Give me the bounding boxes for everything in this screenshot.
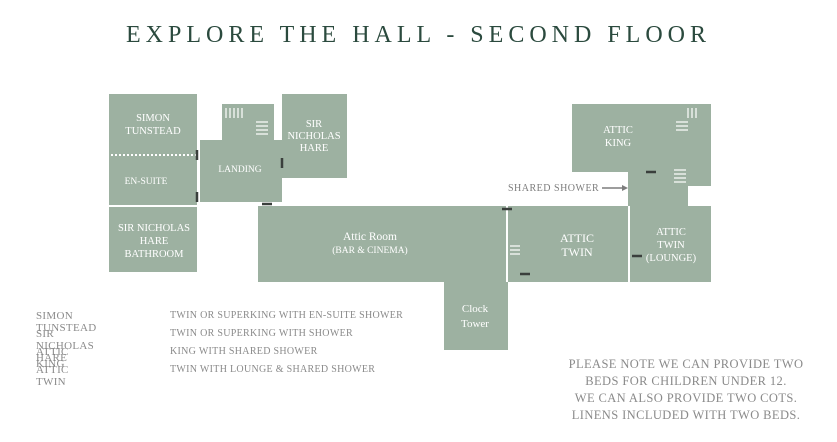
booking-notes: PLEASE NOTE WE CAN PROVIDE TWO BEDS FOR …: [540, 356, 832, 424]
stairs-landing-icon: [225, 108, 268, 135]
svg-text:(BAR & CINEMA): (BAR & CINEMA): [332, 245, 407, 256]
arrowhead-icon: [622, 185, 628, 191]
note-line: LINENS INCLUDED WITH TWO BEDS.: [571, 408, 801, 422]
attic-king-label-2: KING: [605, 138, 632, 149]
svg-text:KING: KING: [605, 138, 632, 149]
note-line: PLEASE NOTE WE CAN PROVIDE TWO: [568, 357, 804, 371]
room-landing[interactable]: [200, 140, 282, 202]
stairs-attic-twin-icon: [510, 245, 520, 255]
svg-text:TWIN: TWIN: [657, 240, 685, 251]
bathroom-label-3: BATHROOM: [125, 249, 185, 260]
attic-twin-lounge-label-2: TWIN: [657, 240, 685, 251]
room-sir-nicholas-hare[interactable]: [282, 94, 347, 178]
svg-text:TWIN: TWIN: [561, 245, 593, 259]
room-simon-tunstead[interactable]: [109, 94, 197, 154]
page-title: EXPLORE THE HALL - SECOND FLOOR: [126, 22, 711, 48]
legend-room: SIR NICHOLAS HARE: [36, 328, 95, 364]
svg-text:Attic Room: Attic Room: [343, 231, 397, 243]
simon-tunstead-label-1: SIMON: [136, 113, 170, 124]
bathroom-label-2: HARE: [140, 236, 169, 247]
svg-text:LANDING: LANDING: [218, 165, 261, 175]
shared-shower-label: SHARED SHOWER: [508, 183, 600, 194]
stairwell-landing: [222, 104, 274, 142]
svg-text:NICHOLAS: NICHOLAS: [287, 131, 340, 142]
svg-text:EN-SUITE: EN-SUITE: [125, 177, 168, 187]
svg-text:TUNSTEAD: TUNSTEAD: [125, 126, 181, 137]
en-suite-label: EN-SUITE: [125, 177, 168, 187]
note-line: WE CAN ALSO PROVIDE TWO COTS.: [574, 391, 798, 405]
attic-twin-label-1: ATTIC: [560, 231, 594, 245]
svg-text:ATTIC: ATTIC: [656, 227, 686, 238]
svg-text:HARE: HARE: [140, 236, 169, 247]
note-line: BEDS FOR CHILDREN UNDER 12.: [585, 374, 787, 388]
attic-twin-lounge-label-3: (LOUNGE): [646, 253, 697, 264]
legend-desc: TWIN WITH LOUNGE & SHARED SHOWER: [170, 364, 376, 375]
bathroom-label-1: SIR NICHOLAS: [118, 223, 190, 234]
svg-text:BATHROOM: BATHROOM: [125, 249, 185, 260]
room-en-suite[interactable]: [109, 154, 197, 206]
legend-room: SIMON TUNSTEAD: [36, 310, 97, 334]
attic-twin-lounge-label-1: ATTIC: [656, 227, 686, 238]
attic-room-label-2: (BAR & CINEMA): [332, 245, 407, 256]
room-attic[interactable]: [258, 206, 508, 282]
attic-room-label-1: Attic Room: [343, 231, 397, 243]
svg-text:SIR: SIR: [306, 119, 322, 130]
svg-text:SIR NICHOLAS: SIR NICHOLAS: [118, 223, 190, 234]
sir-nicholas-hare-label-2: NICHOLAS: [287, 131, 340, 142]
attic-king-label-1: ATTIC: [603, 125, 633, 136]
legend-desc: TWIN OR SUPERKING WITH SHOWER: [170, 328, 353, 339]
svg-text:SIMON: SIMON: [136, 113, 170, 124]
legend-room: ATTIC TWIN: [36, 364, 69, 388]
svg-text:(LOUNGE): (LOUNGE): [646, 253, 697, 264]
attic-twin-label-2: TWIN: [561, 245, 593, 259]
svg-text:HARE: HARE: [300, 143, 329, 154]
svg-text:ATTIC: ATTIC: [603, 125, 633, 136]
clock-tower-label-1: Clock: [462, 303, 489, 315]
clock-tower-label-2: Tower: [461, 318, 489, 330]
room-sir-nicholas-bathroom[interactable]: [109, 206, 197, 272]
svg-text:Clock: Clock: [462, 303, 489, 315]
room-clock-tower[interactable]: [444, 282, 508, 350]
legend-room: ATTIC KING: [36, 346, 69, 370]
legend-desc: TWIN OR SUPERKING WITH EN-SUITE SHOWER: [170, 310, 404, 321]
sir-nicholas-hare-label-3: HARE: [300, 143, 329, 154]
room-attic-twin-lounge[interactable]: [630, 206, 711, 282]
sir-nicholas-hare-label-1: SIR: [306, 119, 322, 130]
landing-label: LANDING: [218, 165, 261, 175]
svg-text:ATTIC: ATTIC: [560, 231, 594, 245]
stairs-attic-icon: [674, 108, 697, 183]
legend-desc: KING WITH SHARED SHOWER: [170, 346, 318, 357]
room-attic-twin[interactable]: [508, 206, 628, 282]
simon-tunstead-label-2: TUNSTEAD: [125, 126, 181, 137]
svg-text:Tower: Tower: [461, 318, 489, 330]
